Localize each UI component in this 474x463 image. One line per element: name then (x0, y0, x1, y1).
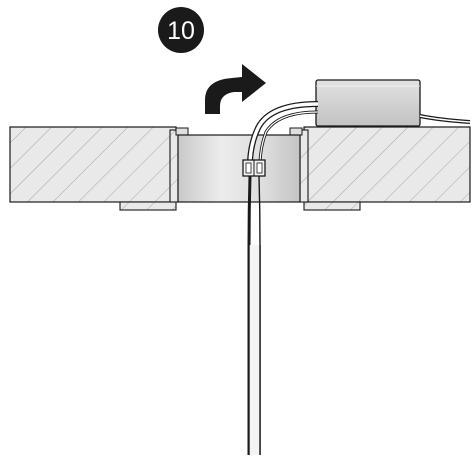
suspension-cable (247, 175, 261, 455)
driver-input-cable (247, 101, 319, 166)
ceiling-left (9, 126, 177, 203)
mounting-flange (119, 127, 361, 211)
wire-connector-icon (242, 159, 266, 177)
step-number-badge: 10 (158, 7, 204, 53)
light-housing (177, 134, 301, 203)
led-driver-box (315, 79, 421, 127)
driver-output-cable (419, 114, 471, 124)
ceiling-right (303, 126, 471, 203)
step-number: 10 (167, 17, 195, 45)
curved-arrow-icon (205, 64, 266, 114)
